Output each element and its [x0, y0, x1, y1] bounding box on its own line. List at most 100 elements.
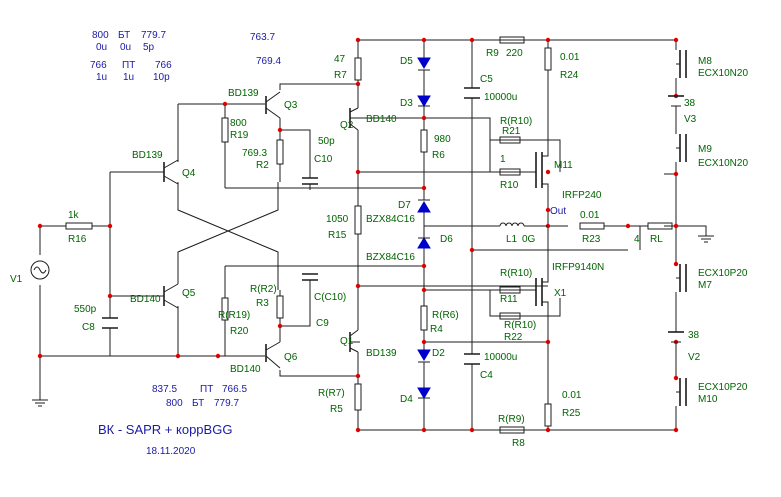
label-v2-val: 38 [688, 330, 700, 341]
label-l1-val: 0G [522, 234, 536, 245]
label-rl: RL [650, 234, 663, 245]
label-r15: R15 [328, 230, 347, 241]
label-r25: R25 [562, 408, 581, 419]
label-q2: Q2 [340, 120, 354, 131]
label-m7: M7 [698, 280, 712, 291]
inductor [472, 222, 548, 227]
label-q5-type: BD140 [130, 294, 161, 305]
anno-bot-r2-1: БТ [192, 398, 204, 409]
label-v1: V1 [10, 274, 23, 285]
label-r19: R19 [230, 130, 249, 141]
label-c8-val: 550p [74, 304, 97, 315]
label-m10: M10 [698, 394, 718, 405]
label-r8: R8 [512, 438, 525, 449]
resistors [65, 36, 673, 434]
capacitors [102, 87, 480, 365]
label-out: Out [550, 206, 566, 217]
label-q3: Q3 [284, 100, 298, 111]
label-r2-val: 769.3 [242, 148, 267, 159]
anno-top-r2-0: 0u [96, 42, 107, 53]
ground-icon [32, 235, 714, 407]
anno-top-r2-2: 5p [143, 42, 155, 53]
label-r15-val: 1050 [326, 214, 349, 225]
anno-top-r1-0: 800 [92, 30, 109, 41]
schematic-title: ВК - SAPR + коррBGG [98, 422, 232, 437]
label-q4-type: BD139 [132, 150, 163, 161]
label-r21: R21 [502, 126, 521, 137]
anno-top-r1-1: БТ [118, 30, 130, 41]
label-r16: R16 [68, 234, 87, 245]
label-c9: C9 [316, 318, 329, 329]
anno-bot-r2-2: 779.7 [214, 398, 239, 409]
label-x1: X1 [554, 288, 567, 299]
label-q6-type: BD140 [230, 364, 261, 375]
label-q5: Q5 [182, 288, 196, 299]
label-c8: C8 [82, 322, 95, 333]
anno-top-r1-2: 779.7 [141, 30, 166, 41]
schematic-date: 18.11.2020 [146, 446, 196, 457]
label-r22: R22 [504, 332, 523, 343]
label-l1: L1 [506, 234, 518, 245]
label-r24-val: 0.01 [560, 52, 580, 63]
label-m9: M9 [698, 144, 712, 155]
label-v3: V3 [684, 114, 697, 125]
label-x1-type: IRFP9140N [552, 262, 604, 273]
label-r2: R2 [256, 160, 269, 171]
label-d5: D5 [400, 56, 413, 67]
label-d7-type: BZX84C16 [366, 214, 415, 225]
label-c5: C5 [480, 74, 493, 85]
label-r6: R6 [432, 150, 445, 161]
anno-top-r3-0: 766 [90, 60, 107, 71]
label-c5-val: 10000u [484, 92, 517, 103]
label-r16-val: 1k [68, 210, 80, 221]
label-r6-val: 980 [434, 134, 451, 145]
label-c4: C4 [480, 370, 493, 381]
label-d4: D4 [400, 394, 413, 405]
label-r9-val: 220 [506, 48, 523, 59]
label-m9-type: ECX10N20 [698, 158, 748, 169]
label-r11-val: R(R10) [500, 268, 532, 279]
label-r3-val: R(R2) [250, 284, 277, 295]
label-d6: D6 [440, 234, 453, 245]
label-c4-val: 10000u [484, 352, 517, 363]
label-r5: R5 [330, 404, 343, 415]
label-r25-val: 0.01 [562, 390, 582, 401]
label-r22-val: R(R10) [504, 320, 536, 331]
label-m8: M8 [698, 56, 712, 67]
label-r11: R11 [500, 294, 518, 305]
label-c10-val: 50p [318, 136, 335, 147]
label-c10: C10 [314, 154, 333, 165]
anno-top-r4-2: 10p [153, 72, 170, 83]
label-q6: Q6 [284, 352, 298, 363]
label-d6-type: BZX84C16 [366, 252, 415, 263]
label-m7-type: ECX10P20 [698, 268, 748, 279]
anno-v2: 769.4 [256, 56, 281, 67]
annotations-bottom: 837.5 ПТ 766.5 800 БТ 779.7 ВК - SAPR + … [98, 384, 247, 457]
label-d7: D7 [398, 200, 411, 211]
label-m11: M11 [554, 160, 573, 171]
component-labels: V1 1k R16 550p C8 BD139 Q4 BD140 Q5 BD13… [10, 48, 748, 449]
anno-v1: 763.7 [250, 32, 275, 43]
label-r20-val: R(R19) [218, 310, 250, 321]
anno-top-r4-1: 1u [123, 72, 134, 83]
batteries [668, 95, 684, 343]
label-q3-type: BD139 [228, 88, 259, 99]
label-q4: Q4 [182, 168, 196, 179]
label-c9-val: C(C10) [314, 292, 346, 303]
label-r24: R24 [560, 70, 579, 81]
label-r5-val: R(R7) [318, 388, 345, 399]
wires [39, 39, 707, 431]
mosfets [535, 50, 687, 406]
label-r23-val: 0.01 [580, 210, 600, 221]
label-q1: Q1 [340, 336, 354, 347]
anno-top-r2-1: 0u [120, 42, 131, 53]
label-r10: R10 [500, 180, 519, 191]
label-r20: R20 [230, 326, 249, 337]
label-r23: R23 [582, 234, 601, 245]
label-q1-type: BD139 [366, 348, 397, 359]
anno-bot-r1-1: ПТ [200, 384, 213, 395]
label-r7-val: 47 [334, 54, 346, 65]
label-d3: D3 [400, 98, 413, 109]
label-m10-type: ECX10P20 [698, 382, 748, 393]
